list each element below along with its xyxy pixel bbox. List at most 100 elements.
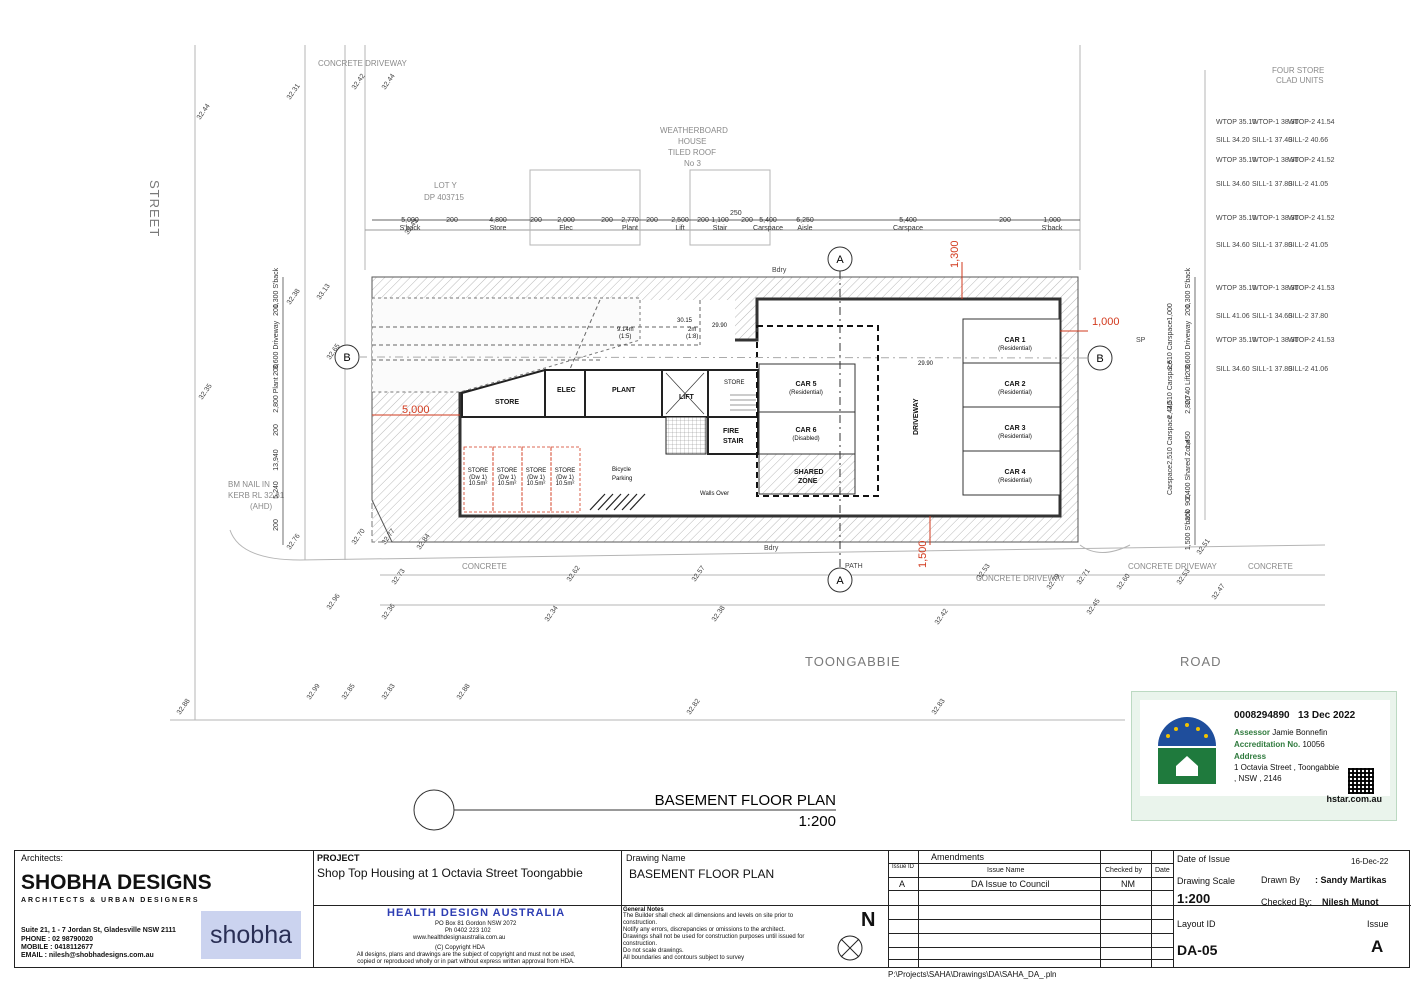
window-level: SILL-1 37.80 — [1252, 242, 1292, 249]
top-dim-value: 2,000 — [557, 217, 575, 224]
right-dim-2: 2,440 — [1167, 401, 1174, 419]
street-context — [170, 45, 1326, 721]
assessor-value: Jamie Bonnefin — [1272, 728, 1328, 737]
spot-level: 32.42 — [351, 73, 367, 91]
window-level: SILL 34.60 — [1216, 242, 1250, 249]
drawing-name: BASEMENT FLOOR PLAN — [629, 867, 775, 881]
window-level: SILL 41.06 — [1216, 313, 1250, 320]
firm-email-row: EMAIL : nilesh@shobhadesigns.com.au — [21, 952, 154, 959]
copyright-title: (C) Copyright HDA — [435, 945, 486, 951]
top-dim-extra: 250 — [730, 210, 742, 217]
consultant-address: PO Box 81 Gordon NSW 2072 — [435, 921, 517, 927]
top-dim-value: 1,100 — [711, 217, 729, 224]
project-label: PROJECT — [317, 853, 360, 863]
car-type: (Residential) — [998, 478, 1032, 484]
red-dim-left: 5,000 — [402, 404, 430, 416]
plan-scale: 1:200 — [798, 813, 836, 830]
store-unit-name: STORE — [468, 468, 489, 474]
assessor-row: Assessor Jamie Bonnefin — [1234, 728, 1327, 737]
certificate-website[interactable]: hstar.com.au — [1326, 794, 1382, 804]
car-type: (Residential) — [998, 390, 1032, 396]
top-dim-value: 5,400 — [759, 217, 777, 224]
spot-level: 32.83 — [931, 698, 947, 716]
car-type: (Residential) — [998, 434, 1032, 440]
ramp-grade: (1:5) — [619, 334, 631, 340]
plan-title-marker — [413, 789, 455, 831]
amendment-1-checked: NM — [1121, 879, 1135, 889]
store-unit-sub: (Dw 1) — [498, 475, 516, 481]
top-dim-value: 200 — [697, 217, 709, 224]
date-of-issue-value: 16-Dec-22 — [1351, 857, 1389, 866]
note-3: Drawings shall not be used for construct… — [623, 934, 805, 947]
bdry-top: Bdry — [772, 267, 787, 274]
certificate-panel: 0008294890 13 Dec 2022 Assessor Jamie Bo… — [1140, 700, 1390, 796]
window-level: WTOP 35.10 — [1216, 285, 1256, 292]
accreditation-value: 10056 — [1302, 740, 1325, 749]
spot-level: 32.42 — [934, 608, 950, 626]
right-dim: 200 — [1185, 304, 1192, 316]
date-header: Date — [1155, 867, 1170, 874]
phone-label: PHONE : — [21, 936, 51, 943]
certificate-date: 13 Dec 2022 — [1297, 710, 1356, 721]
spot-level: 32.45 — [1086, 598, 1102, 616]
firm-phone-row: PHONE : 02 98790020 — [21, 936, 93, 943]
road-label: ROAD — [1180, 654, 1222, 669]
store-unit-area: 10.5m² — [556, 481, 575, 487]
spot-level: 32.73 — [391, 568, 407, 586]
address-line1: 1 Octavia Street , Toongabbie — [1234, 763, 1340, 772]
amendment-1-name: DA Issue to Council — [971, 879, 1050, 889]
store-unit-area: 10.5m² — [498, 481, 517, 487]
spot-level: 32.31 — [286, 83, 302, 101]
ramp-level: 30.15 — [677, 318, 693, 324]
grid-marker-b-right: B — [1096, 353, 1103, 365]
top-dim-value: 5,000 — [401, 217, 419, 224]
car-name: CAR 6 — [795, 427, 816, 434]
shared-zone-line2: ZONE — [798, 478, 818, 485]
ramp-grade-2: (1:8) — [686, 334, 698, 340]
spot-level: 32.99 — [306, 683, 322, 701]
accreditation-row: Accreditation No. 10056 — [1234, 740, 1325, 749]
window-level: SILL-1 37.80 — [1252, 366, 1292, 373]
weatherboard-line1: WEATHERBOARD — [660, 126, 728, 135]
window-level: WTOP-2 41.53 — [1288, 285, 1335, 292]
email-value[interactable]: nilesh@shobhadesigns.com.au — [48, 952, 154, 959]
shared-zone-line1: SHARED — [794, 469, 824, 476]
firm-address: Suite 21, 1 - 7 Jordan St, Gladesville N… — [21, 927, 176, 934]
window-level: WTOP-1 38.30 — [1252, 215, 1299, 222]
red-dimension-lines — [372, 262, 1088, 545]
top-dim-label: Carspace — [893, 225, 923, 232]
top-dim-label: S'back — [1042, 225, 1063, 232]
top-dim-value: 200 — [999, 217, 1011, 224]
window-level: SILL-2 37.80 — [1288, 313, 1328, 320]
spot-level: 32.62 — [566, 565, 582, 583]
top-dim-label: Carspace — [753, 225, 783, 232]
ramp-length-2: 2m — [688, 327, 696, 333]
room-store-small-label: STORE — [724, 380, 745, 386]
top-dim-value: 200 — [741, 217, 753, 224]
certificate-number-date: 0008294890 13 Dec 2022 — [1234, 710, 1355, 721]
driveway-label: DRIVEWAY — [913, 398, 920, 435]
amendment-1-id: A — [899, 879, 906, 889]
car-bays-right — [962, 318, 1061, 496]
general-notes-list: The Builder shall check all dimensions a… — [623, 913, 823, 962]
car-type: (Disabled) — [792, 436, 819, 442]
concrete-label-1: CONCRETE — [462, 562, 507, 571]
note-4: Do not scale drawings. — [623, 948, 684, 954]
top-dim-value: 2,770 — [621, 217, 639, 224]
north-label: N — [861, 909, 876, 931]
spot-level: 32.38 — [711, 605, 727, 623]
grid-marker-b-left: B — [343, 352, 350, 364]
car-type: (Residential) — [789, 390, 823, 396]
spot-level: 32.47 — [1211, 583, 1227, 601]
layout-id-value: DA-05 — [1177, 942, 1218, 958]
spot-level: 32.34 — [544, 605, 560, 623]
store-unit-sub: (Dw 1) — [556, 475, 574, 481]
lift-cross — [665, 372, 705, 415]
spot-level: 32.88 — [176, 698, 192, 716]
right-dim: 1,450 — [1185, 431, 1192, 449]
window-level: SILL-2 40.66 — [1288, 137, 1328, 144]
left-dim: 200 — [273, 304, 280, 316]
street-label: STREET — [147, 180, 162, 237]
right-dim-2: 1,000 — [1167, 303, 1174, 321]
checked-by-header: Checked by — [1105, 867, 1142, 874]
